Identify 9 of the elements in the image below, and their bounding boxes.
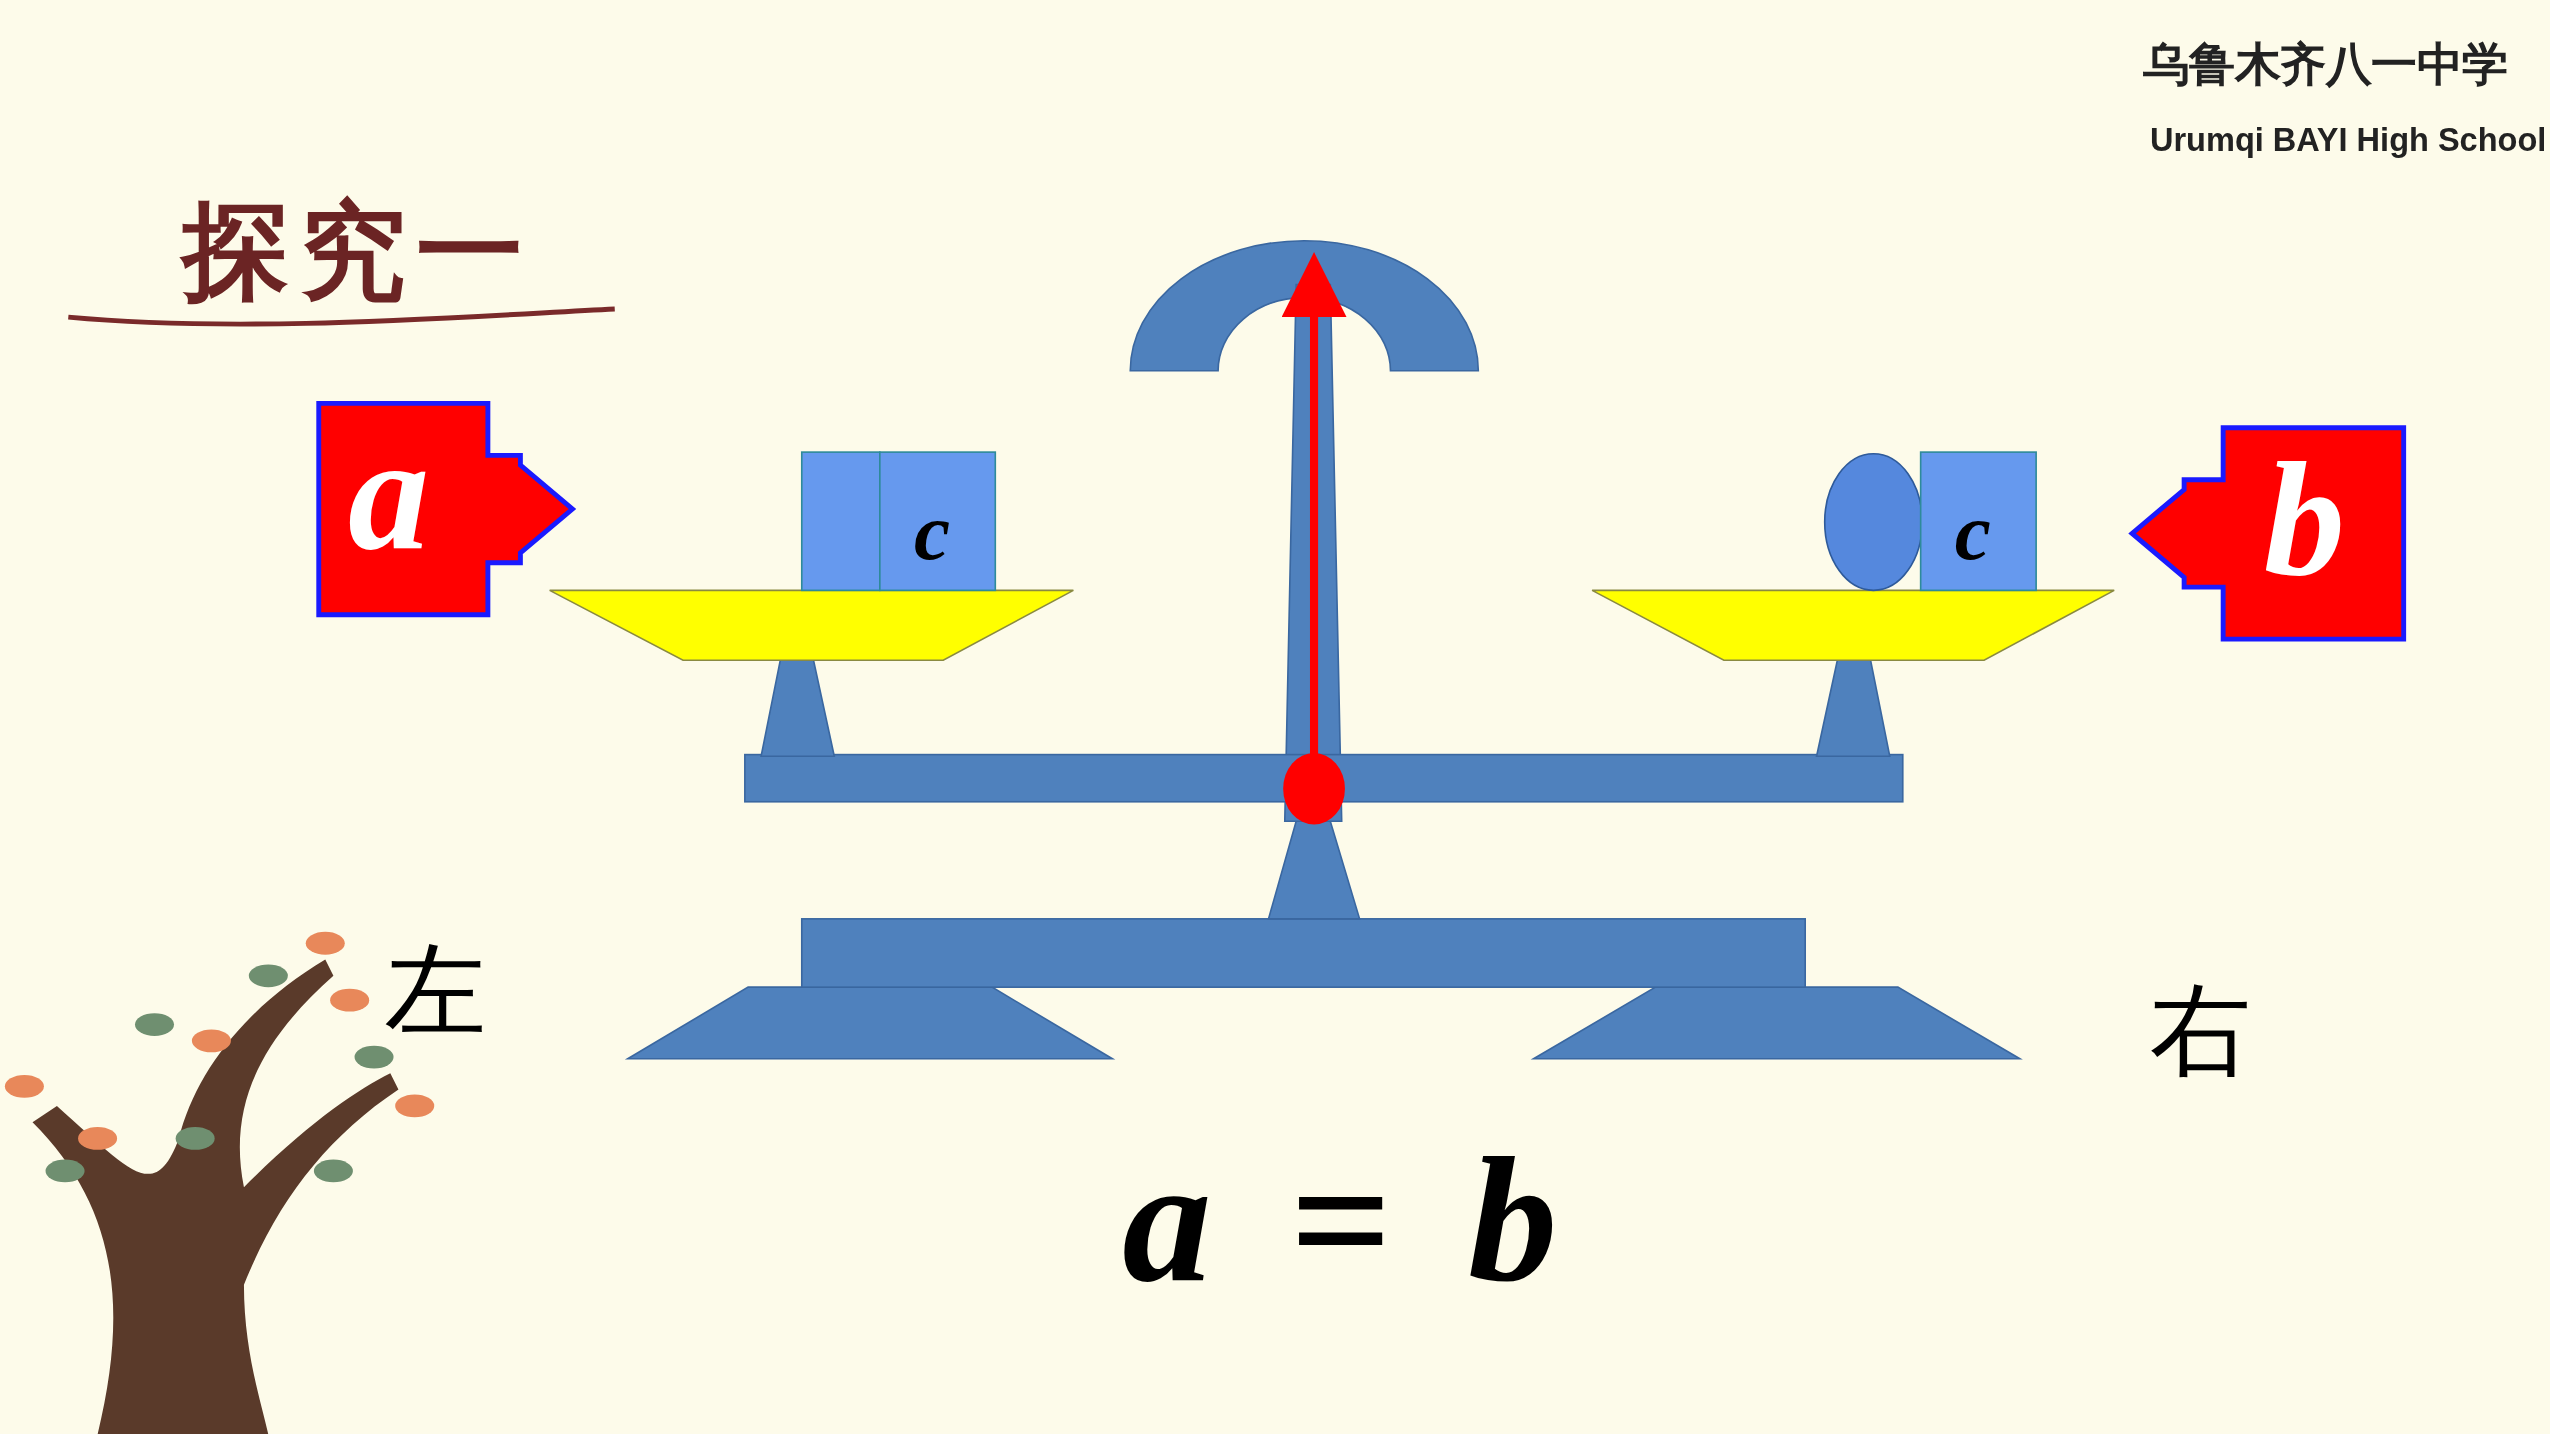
variable-letter: c	[1954, 491, 1991, 573]
equation: a = b	[1122, 1130, 1558, 1310]
variable-letter: b	[2263, 439, 2346, 602]
side-label: 左	[385, 940, 487, 1041]
side-label: 右	[2149, 980, 2251, 1082]
school-name: Urumqi BAYI High School	[2149, 123, 2547, 157]
variable-letter: c	[914, 491, 951, 573]
school-name: 乌鲁木齐八一中学	[2143, 42, 2508, 88]
variable-letter: a	[348, 413, 430, 576]
